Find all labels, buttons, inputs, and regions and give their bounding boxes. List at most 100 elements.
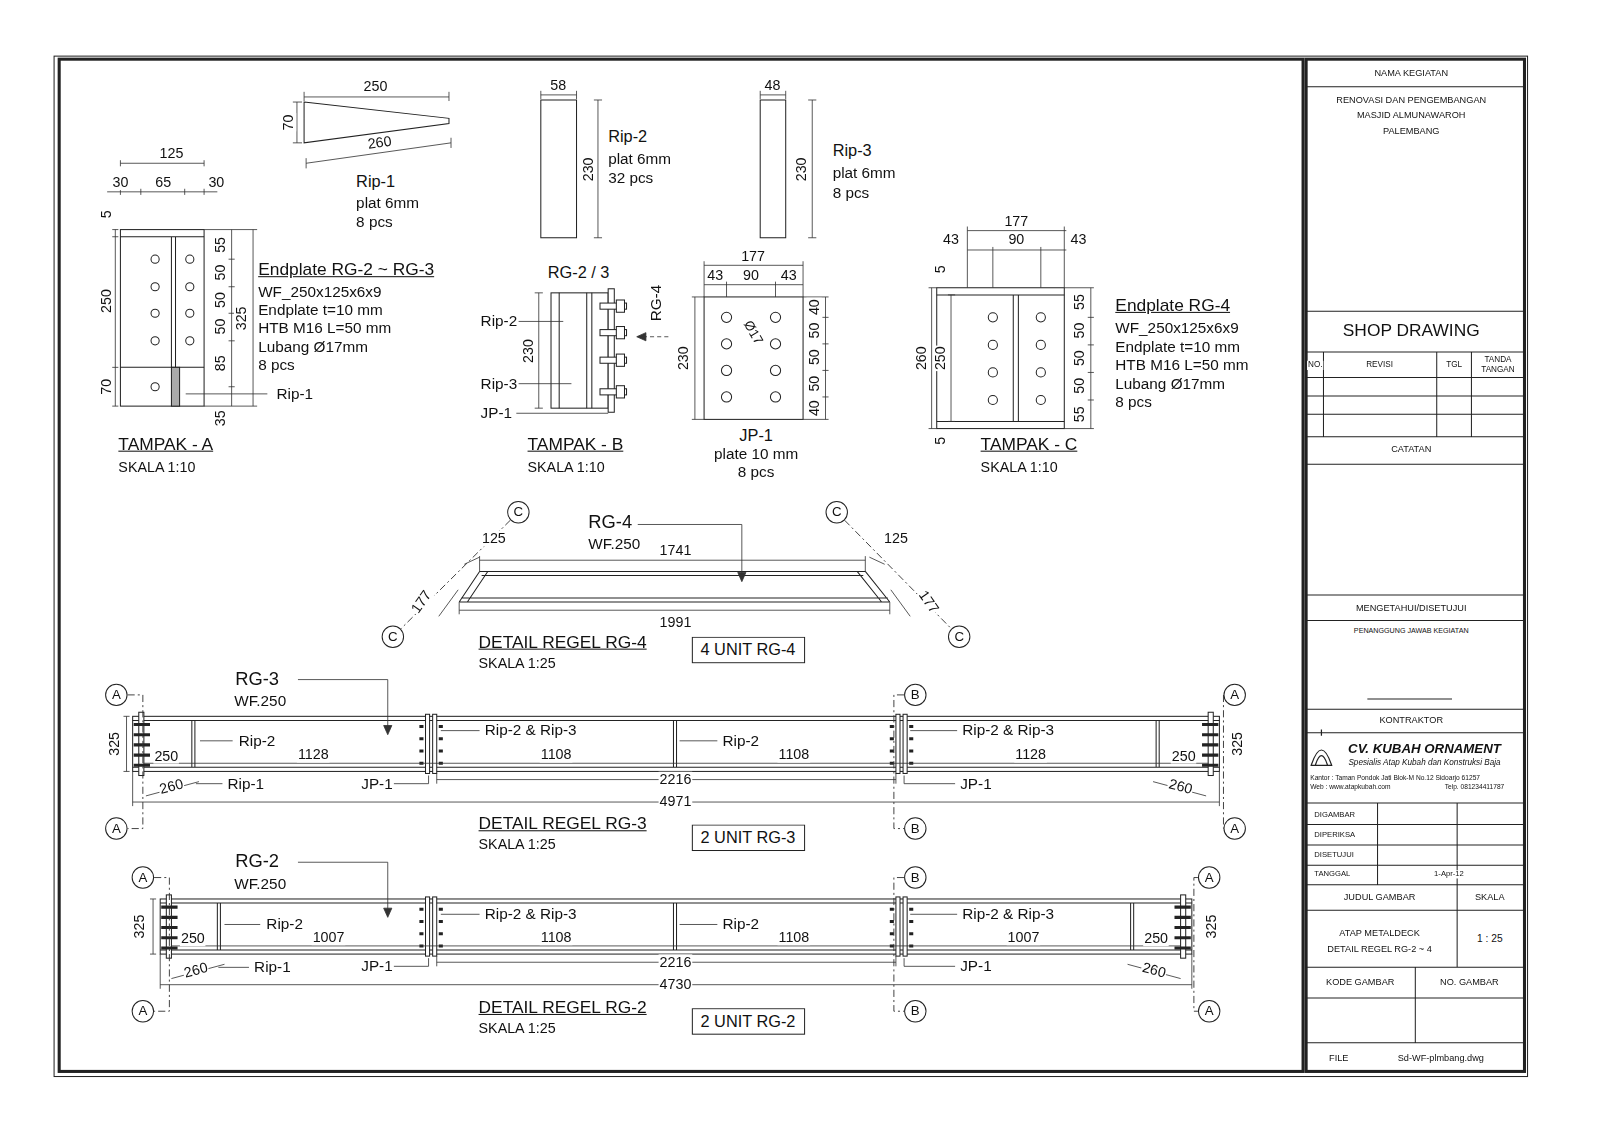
- drawing-label: Rip-1: [276, 385, 315, 402]
- drawing-label: DETAIL REGEL RG-4: [478, 633, 648, 652]
- drawing-label: 250: [153, 748, 179, 764]
- drawing-label: 8 pcs: [1114, 394, 1153, 411]
- drawing-label: 325: [106, 731, 122, 757]
- drawing-label: 43: [942, 232, 960, 248]
- drawing-label: SKALA 1:10: [527, 459, 606, 475]
- drawing-label: Rip-2 & Rip-3: [484, 906, 578, 923]
- unit-count-text: 2 UNIT RG-3: [700, 829, 795, 847]
- drawing-label: RG-4: [648, 284, 665, 323]
- drawing-label: 40: [806, 298, 822, 316]
- drawing-label: 1 : 25: [1476, 933, 1504, 944]
- section-marker-circle: A: [132, 866, 154, 888]
- drawing-label: 230: [581, 156, 597, 182]
- drawing-label: TGL: [1445, 361, 1463, 370]
- drawing-label: Endplate RG-2 ~ RG-3: [257, 261, 435, 280]
- drawing-label: 50: [1072, 322, 1088, 340]
- drawing-label: ATAP METALDECK: [1338, 929, 1421, 939]
- drawing-label: MENGETAHUI/DISETUJUI: [1355, 604, 1468, 614]
- drawing-label: 325: [234, 305, 250, 331]
- drawing-label: TAMPAK - B: [527, 435, 625, 454]
- drawing-label: 55: [1072, 405, 1088, 423]
- drawing-label: Rip-2: [238, 732, 277, 749]
- section-marker-circle: C: [948, 626, 970, 648]
- section-letter: A: [1205, 870, 1214, 885]
- drawing-label: 177: [740, 248, 766, 264]
- section-letter: B: [911, 870, 920, 885]
- section-marker-circle: B: [904, 866, 926, 888]
- drawing-label: 50: [806, 375, 822, 393]
- drawing-label: DETAIL REGEL RG-2 ~ 4: [1326, 945, 1433, 955]
- section-letter: C: [514, 505, 524, 520]
- drawing-label: 260: [1166, 776, 1195, 798]
- drawing-label: 125: [158, 146, 184, 162]
- section-letter: A: [138, 870, 147, 885]
- drawing-label: 8 pcs: [355, 214, 394, 231]
- drawing-label: NO.: [1307, 361, 1324, 370]
- drawing-label: TAMPAK - A: [117, 435, 214, 454]
- drawing-label: Rip-2: [480, 313, 519, 330]
- drawing-label: JP-1: [480, 405, 514, 422]
- drawing-label: 50: [806, 348, 822, 366]
- drawing-label: SKALA 1:25: [478, 655, 557, 671]
- drawing-label: plat 6mm: [832, 165, 897, 182]
- drawing-label: TANDA TANGAN: [1474, 356, 1521, 374]
- drawing-label: JP-1: [959, 775, 993, 792]
- drawing-label: 1108: [540, 930, 573, 946]
- drawing-label: RG-3: [234, 669, 280, 689]
- section-cut-line: [128, 695, 143, 829]
- drawing-label: 2216: [659, 772, 693, 788]
- drawing-label: 40: [806, 399, 822, 417]
- drawing-label: 90: [1007, 232, 1025, 248]
- drawing-label: CV. KUBAH ORNAMENT: [1347, 742, 1502, 757]
- section-cut-line: [894, 878, 904, 1012]
- beams: [133, 571, 1220, 958]
- bolts: [134, 724, 1219, 947]
- section-marker-circle: A: [1198, 866, 1220, 888]
- drawing-label: DISETUJUI: [1313, 851, 1355, 859]
- drawing-label: SKALA 1:10: [980, 459, 1059, 475]
- drawing-label: DETAIL REGEL RG-3: [478, 815, 648, 834]
- drawing-label: 250: [180, 931, 206, 947]
- section-marker-circle: A: [1198, 1000, 1220, 1022]
- section-letter: A: [1230, 821, 1239, 836]
- drawing-label: 43: [706, 268, 724, 284]
- section-letter: A: [1205, 1004, 1214, 1019]
- drawing-label: Rip-2: [721, 916, 760, 933]
- drawing-label: Rip-3: [480, 375, 519, 392]
- drawing-label: CATATAN: [1390, 445, 1432, 455]
- section-cut-line: [1223, 695, 1224, 829]
- drawing-label: 125: [883, 531, 909, 547]
- section-marker-circle: A: [105, 684, 127, 706]
- drawing-label: HTB M16 L=50 mm: [1114, 357, 1249, 374]
- section-marker-circle: B: [904, 1000, 926, 1022]
- bolt-holes: [151, 255, 1045, 404]
- drawing-label: 325: [1230, 731, 1246, 757]
- drawing-label: 35: [213, 409, 229, 427]
- drawing-label: SKALA 1:25: [478, 1021, 557, 1037]
- section-marker-circle: A: [132, 1000, 154, 1022]
- drawing-label: 260: [157, 776, 186, 798]
- section-cut-line: [845, 520, 952, 628]
- drawing-label: 4730: [659, 977, 693, 993]
- drawing-label: 5: [933, 264, 949, 274]
- drawing-label: JP-1: [959, 958, 993, 975]
- drawing-label: MASJID ALMUNAWAROH: [1356, 111, 1467, 121]
- drawing-label: JP-1: [360, 958, 394, 975]
- drawing-label: 177: [408, 587, 436, 617]
- drawing-label: 50: [806, 322, 822, 340]
- drawing-label: 2216: [659, 954, 693, 970]
- drawing-label: Kantor : Taman Pondok Jati Blok-M No.12 …: [1309, 774, 1481, 781]
- section-marker-circle: C: [826, 501, 848, 523]
- drawing-label: RG-4: [587, 512, 633, 532]
- drawing-label: WF_250x125x6x9: [257, 283, 382, 300]
- drawing-label: 1108: [540, 747, 573, 763]
- drawing-label: 5: [98, 209, 114, 219]
- drawing-label: RG-2 / 3: [547, 263, 611, 281]
- section-marker-circle: C: [507, 501, 529, 523]
- drawing-label: 260: [181, 959, 210, 981]
- drawing-label: REVISI: [1365, 361, 1394, 370]
- drawing-label: 260: [1140, 959, 1169, 981]
- drawing-label: Spesialis Atap Kubah dan Konstruksi Baja: [1347, 759, 1501, 768]
- unit-count-box: 4 UNIT RG-4: [691, 637, 804, 664]
- dimension-lines: [107, 91, 1219, 989]
